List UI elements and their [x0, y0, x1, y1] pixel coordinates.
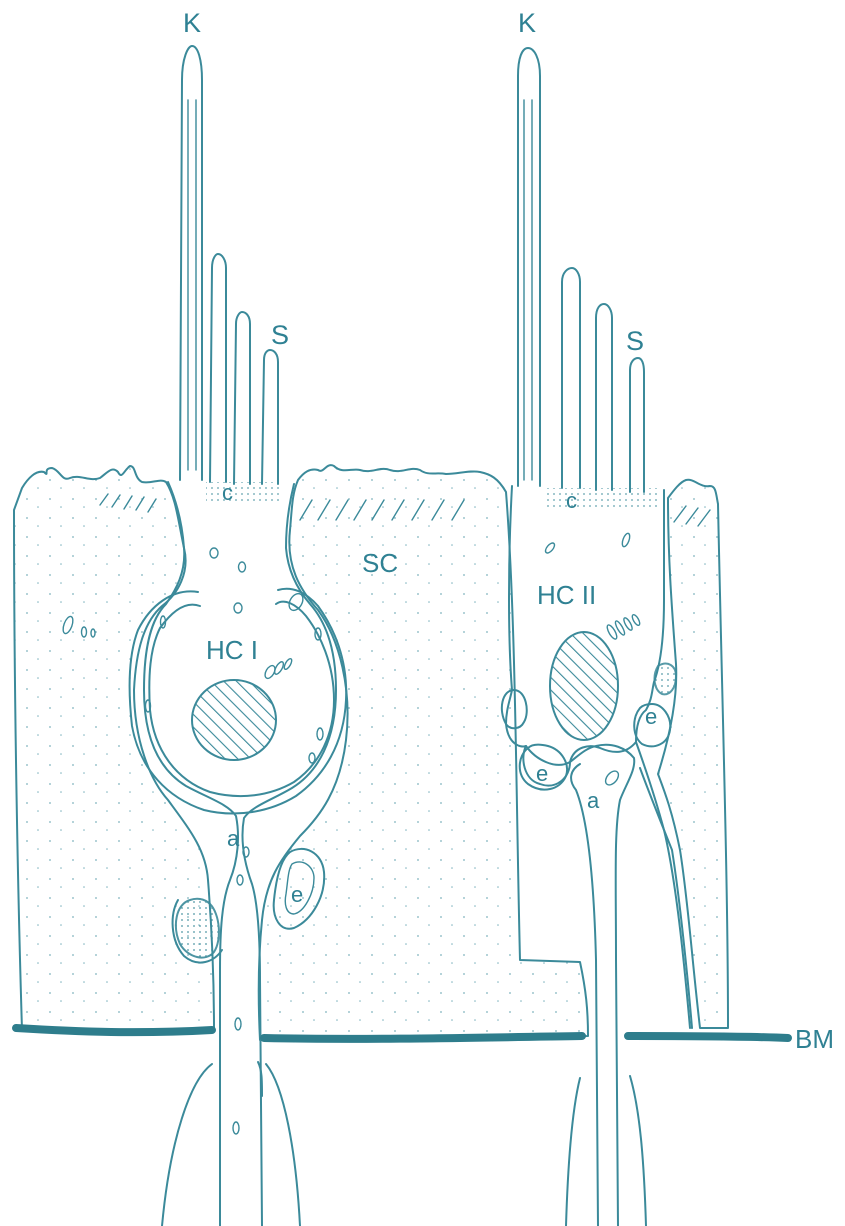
nucleus-hc1: [192, 680, 276, 760]
label-afferent-right: a: [587, 790, 599, 812]
kinocilium-left: [180, 46, 202, 480]
label-stereocilia-right: S: [626, 328, 644, 355]
label-kinocilium-right: K: [518, 10, 536, 37]
label-basement-membrane: BM: [795, 1026, 834, 1052]
nerve-fibers: [162, 1062, 646, 1226]
label-efferent-right-lower: e: [536, 763, 548, 785]
nucleus-hc2: [550, 632, 618, 740]
label-supporting-cell: SC: [362, 550, 398, 576]
kinocilium-right: [518, 48, 540, 486]
label-hair-cell-2: HC II: [537, 582, 596, 608]
label-cuticular-plate-right: c: [566, 490, 577, 512]
supporting-cell-middle: [259, 465, 588, 1040]
label-efferent-right-upper: e: [645, 706, 657, 728]
hair-cell-type-2: [502, 48, 692, 1226]
efferent-ending-left-dotted: [176, 899, 219, 958]
label-afferent-left: a: [227, 828, 239, 850]
label-hair-cell-1: HC I: [206, 637, 258, 663]
label-stereocilia-left: S: [271, 322, 289, 349]
supporting-cell-right: [658, 480, 728, 1028]
label-efferent-left: e: [291, 884, 303, 906]
label-kinocilium-left: K: [183, 10, 201, 37]
label-cuticular-plate-left: c: [222, 482, 233, 504]
